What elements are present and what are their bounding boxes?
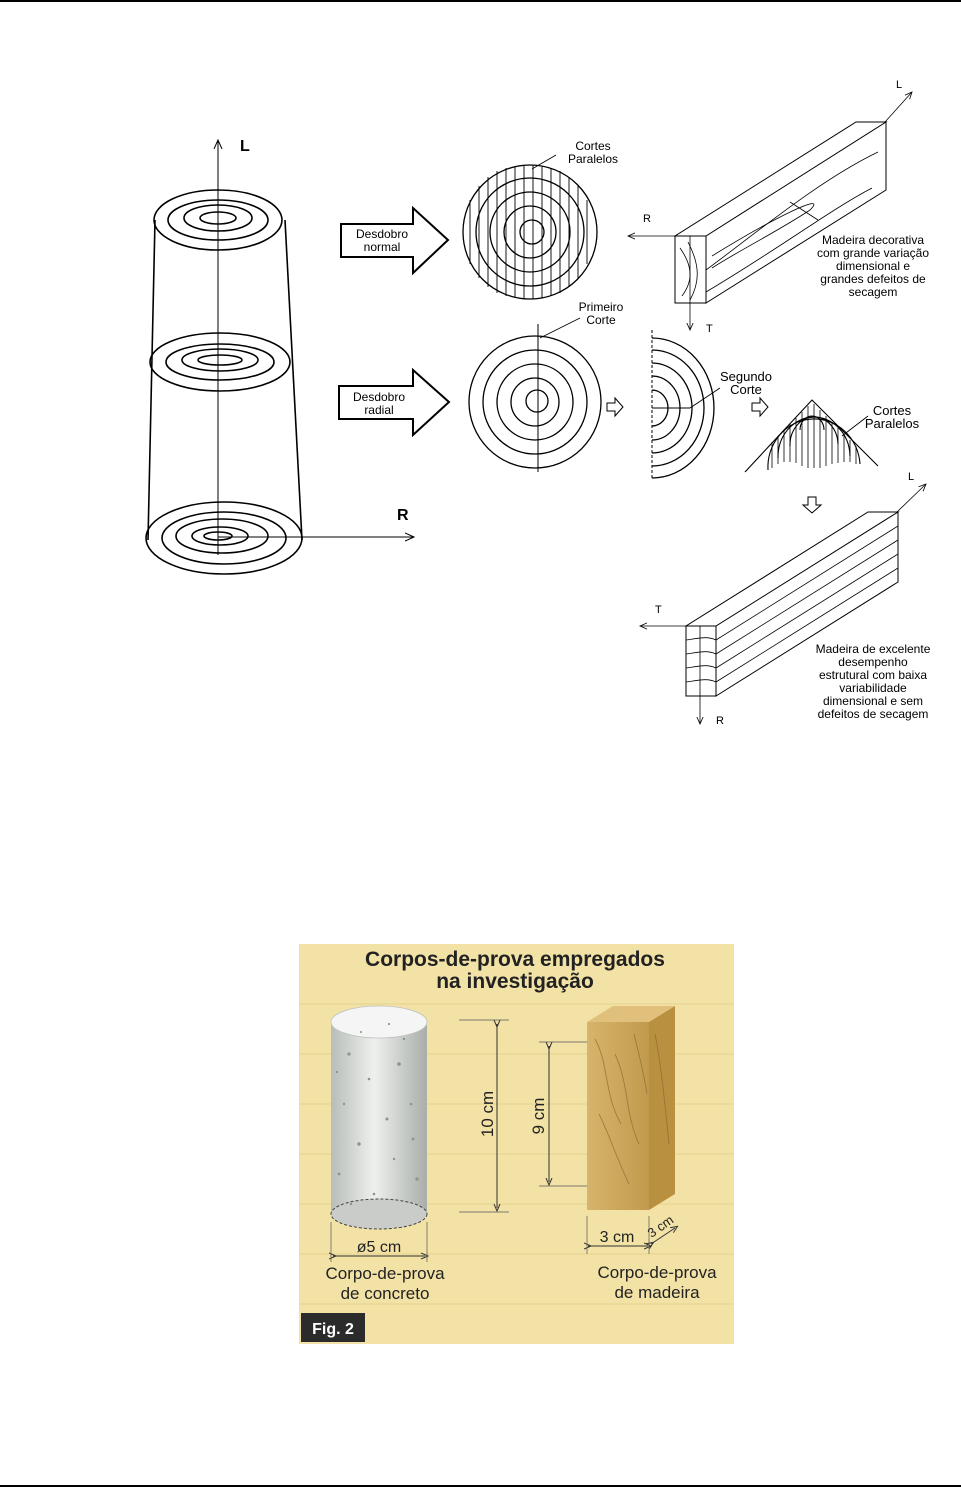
svg-text:normal: normal: [364, 240, 401, 254]
caption-wood-1: Corpo-de-prova: [597, 1263, 717, 1282]
dim-label-10: 10 cm: [478, 1091, 497, 1137]
label-cortes-paralelos-mid: Cortes: [873, 403, 912, 418]
axis-label-r: R: [397, 507, 409, 524]
cross-section-first-cut: [468, 317, 602, 472]
label-segundo-corte-2: Corte: [730, 382, 762, 397]
fig2-badge-bg: [301, 1313, 365, 1342]
wood-specimen: [587, 1006, 675, 1210]
board-decorative: [673, 121, 888, 304]
fig2-title-line1: Corpos-de-prova empregados: [365, 948, 665, 971]
concrete-specimen: [330, 1005, 428, 1230]
board1-label-l: L: [896, 79, 902, 91]
dim-label-diameter: ø5 cm: [357, 1239, 401, 1256]
axis-label-l: L: [240, 138, 250, 155]
label-cortes-paralelos-top-2: Paralelos: [568, 152, 618, 166]
fig2-title-line2: na investigação: [436, 970, 594, 993]
small-arrow-1: [606, 396, 624, 418]
label-cortes-paralelos-mid-2: Paralelos: [865, 416, 920, 431]
board1-caption: Madeira decorativa com grande variação d…: [817, 233, 929, 299]
board-structural: [684, 511, 900, 697]
cross-section-parallel-cuts: [462, 154, 598, 300]
wood-sawing-diagram: L R Desdobro normal Desdobro radial Cort…: [145, 79, 931, 727]
fig2-specimens: Corpos-de-prova empregados na investigaç…: [299, 944, 734, 1344]
svg-text:Madeira decorativa: Madeira decorativa: [822, 233, 924, 247]
dim-line-3b: [651, 1228, 675, 1244]
arrow-desdobro-radial: Desdobro radial: [338, 367, 451, 438]
wedge-parallel-cuts: [744, 399, 879, 473]
label-segundo-corte: Segundo: [720, 369, 772, 384]
board1-label-t: T: [706, 323, 713, 335]
svg-text:desempenho: desempenho: [838, 655, 908, 669]
svg-text:secagem: secagem: [849, 285, 898, 299]
svg-text:radial: radial: [364, 403, 393, 417]
half-log-second-cut: [651, 330, 721, 480]
svg-text:dimensional e: dimensional e: [836, 259, 910, 273]
svg-text:Desdobro: Desdobro: [353, 390, 405, 404]
board2-label-r: R: [716, 715, 724, 727]
svg-text:variabilidade: variabilidade: [839, 681, 907, 695]
log-cylinder: [145, 189, 303, 575]
dim-label-3a: 3 cm: [600, 1229, 635, 1246]
fig2-badge: Fig. 2: [312, 1321, 354, 1338]
board2-label-t: T: [655, 604, 662, 616]
svg-text:dimensional e sem: dimensional e sem: [823, 694, 923, 708]
svg-text:estrutural com baixa: estrutural com baixa: [819, 668, 927, 682]
svg-text:Desdobro: Desdobro: [356, 227, 408, 241]
board1-label-r: R: [643, 213, 651, 225]
caption-concrete-1: Corpo-de-prova: [325, 1264, 445, 1283]
arrow-desdobro-normal: Desdobro normal: [340, 205, 450, 276]
label-primeiro-corte: Primeiro: [579, 300, 624, 314]
label-cortes-paralelos-top: Cortes: [575, 139, 610, 153]
bottom-rule: [0, 1485, 961, 1487]
small-arrow-down: [801, 496, 823, 514]
board1-axis-l: [884, 92, 912, 123]
dim-label-9: 9 cm: [529, 1098, 548, 1135]
board2-caption: Madeira de excelente desempenho estrutur…: [816, 642, 931, 721]
caption-concrete-2: de concreto: [341, 1284, 430, 1303]
board2-label-l: L: [908, 471, 914, 483]
svg-text:grandes defeitos de: grandes defeitos de: [820, 272, 926, 286]
top-rule: [0, 0, 961, 2]
svg-text:defeitos de secagem: defeitos de secagem: [818, 707, 929, 721]
svg-text:Madeira de excelente: Madeira de excelente: [816, 642, 931, 656]
small-arrow-2: [751, 396, 769, 418]
board2-axis-l: [896, 484, 926, 513]
label-primeiro-corte-2: Corte: [586, 313, 616, 327]
svg-text:com grande variação: com grande variação: [817, 246, 929, 260]
caption-wood-2: de madeira: [614, 1283, 700, 1302]
